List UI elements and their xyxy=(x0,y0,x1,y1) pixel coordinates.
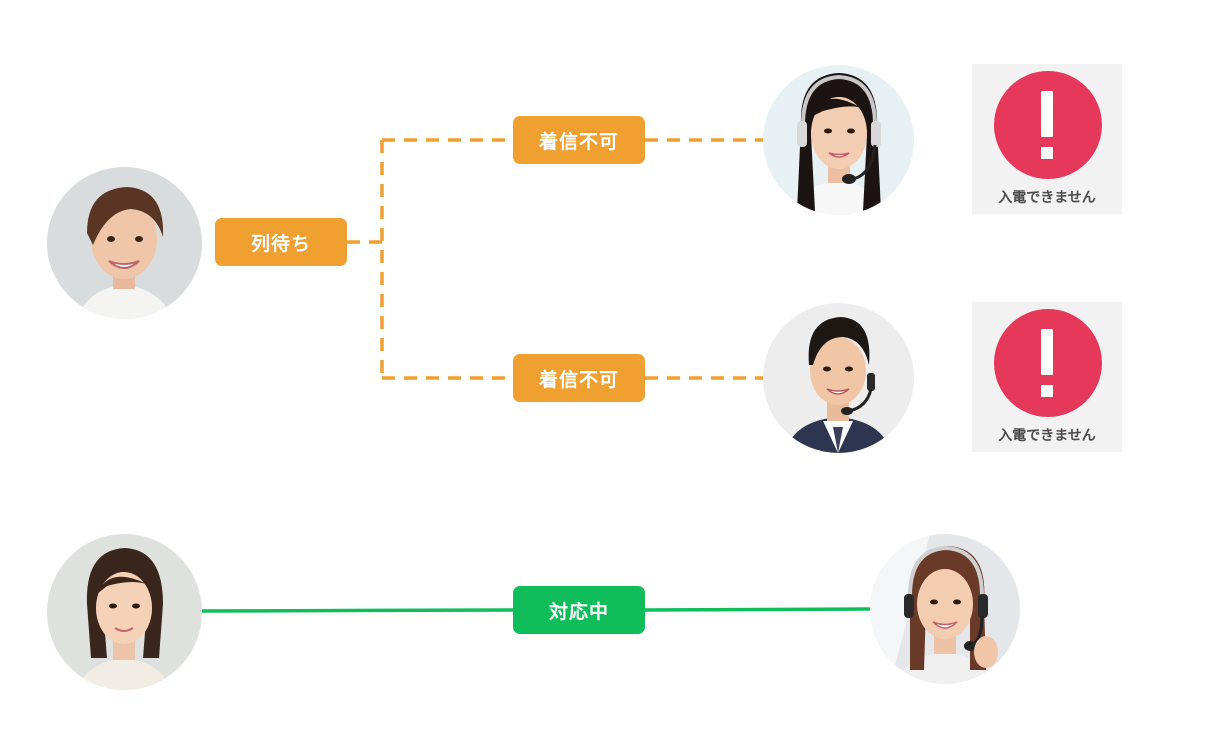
exclamation-icon xyxy=(994,309,1102,417)
alert-text-bottom: 入電できません xyxy=(998,428,1096,444)
alert-card-top: 入電できません xyxy=(972,64,1122,214)
alert-text-top: 入電できません xyxy=(998,190,1096,206)
unavailable-label-top: 着信不可 xyxy=(513,116,645,164)
in-progress-label: 対応中 xyxy=(513,586,645,634)
caller-waiting-avatar xyxy=(47,167,202,319)
agent-bottom-avatar xyxy=(763,303,914,453)
queue-label: 列待ち xyxy=(215,218,347,266)
alert-card-bottom: 入電できません xyxy=(972,302,1122,452)
caller-active-avatar xyxy=(47,534,202,690)
agent-top-avatar xyxy=(763,65,914,215)
queue-connectors xyxy=(347,138,765,380)
agent-active-avatar xyxy=(870,534,1020,684)
unavailable-label-bottom: 着信不可 xyxy=(513,354,645,402)
exclamation-icon xyxy=(994,71,1102,179)
active-left-line xyxy=(201,608,515,613)
active-connector xyxy=(201,607,871,613)
active-right-line xyxy=(644,607,871,612)
